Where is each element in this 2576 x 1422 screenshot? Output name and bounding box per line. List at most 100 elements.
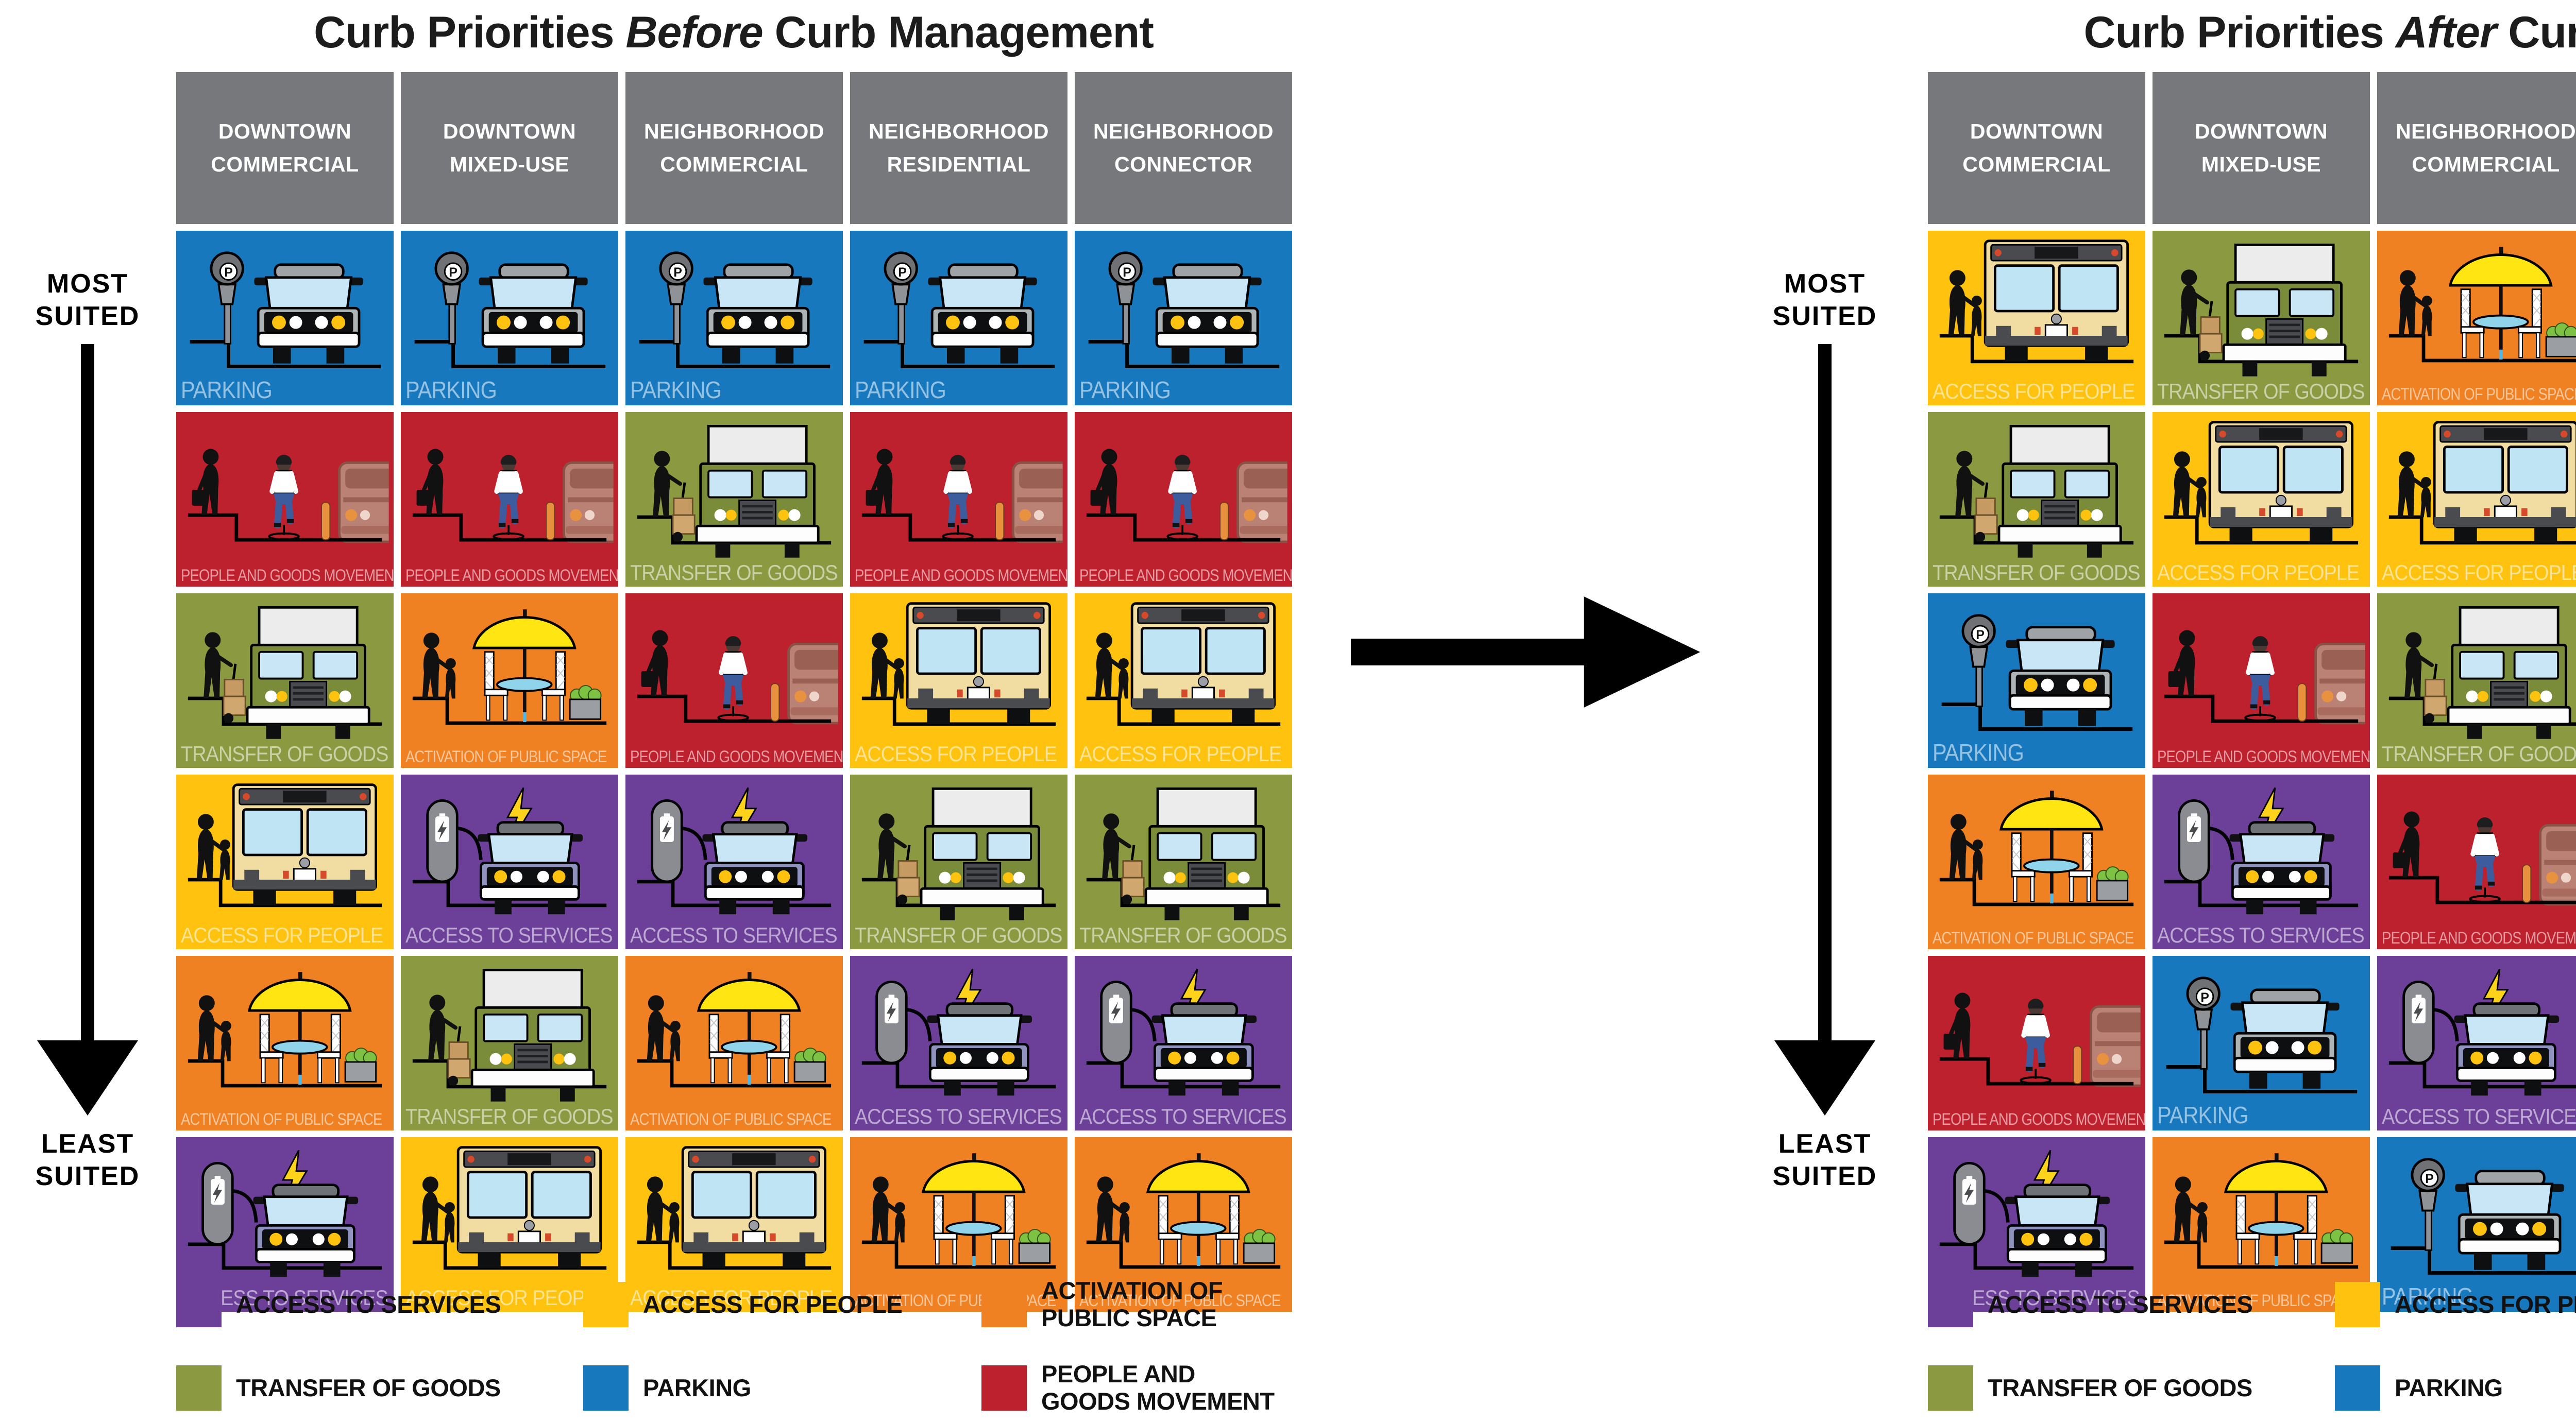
cell-label: ACTIVATION OF PUBLIC SPACE xyxy=(1933,929,2134,947)
matrix-cell-transit-bus: ACCESS FOR PEOPLE xyxy=(2377,412,2576,587)
delivery-truck-icon xyxy=(625,418,843,567)
legend-label: ACCESS FOR PEOPLE xyxy=(2395,1290,2576,1318)
legend-label: PARKING xyxy=(643,1374,751,1401)
cell-label: ACCESS TO SERVICES xyxy=(2382,1104,2576,1128)
legend-label: ACCESS TO SERVICES xyxy=(1988,1290,2253,1318)
legend-item-delivery-truck: TRANSFER OF GOODS xyxy=(176,1360,583,1416)
legend-color-chip xyxy=(981,1282,1027,1327)
matrix-cell-ev-charging: ACCESS TO SERVICES xyxy=(1928,1137,2145,1312)
transit-bus-icon xyxy=(176,781,394,929)
legend-item-ev-charging: ACCESS TO SERVICES xyxy=(176,1276,583,1333)
matrix-cell-cyclist-street: PEOPLE AND GOODS MOVEMENT xyxy=(176,412,394,587)
cell-label: TRANSFER OF GOODS xyxy=(1079,923,1287,947)
cell-label: TRANSFER OF GOODS xyxy=(1933,560,2141,585)
legend-label: TRANSFER OF GOODS xyxy=(236,1374,501,1401)
umbrella-table-icon xyxy=(850,1143,1067,1292)
cell-label: PARKING xyxy=(1079,376,1171,403)
cyclist-street-icon xyxy=(2153,599,2370,748)
cell-label: ACCESS FOR PEOPLE xyxy=(1933,379,2135,403)
cell-label: ACCESS FOR PEOPLE xyxy=(405,1286,608,1310)
matrix-cell-umbrella-table: ACTIVATION OF PUBLIC SPACE xyxy=(850,1137,1067,1312)
cell-label: PARKING xyxy=(2382,1283,2473,1310)
cell-label: TRANSFER OF GOODS xyxy=(630,560,838,585)
legend-item-parking-meter-car: PARKING xyxy=(583,1360,981,1416)
legend-item-transit-bus: ACCESS FOR PEOPLE xyxy=(2335,1276,2576,1333)
cell-label: PARKING xyxy=(855,376,946,403)
matrix-cell-parking-meter-car: PARKING xyxy=(176,231,394,405)
umbrella-table-icon xyxy=(1075,1143,1292,1292)
chart-title-after: Curb Priorities After Curb Management xyxy=(1928,7,2576,58)
legend-color-chip xyxy=(583,1365,629,1411)
matrix-cell-delivery-truck: TRANSFER OF GOODS xyxy=(2377,593,2576,768)
matrix-cell-transit-bus: ACCESS FOR PEOPLE xyxy=(850,593,1067,768)
matrix-cell-parking-meter-car: PARKING xyxy=(401,231,618,405)
matrix-cell-ev-charging: ACCESS TO SERVICES xyxy=(2153,775,2370,949)
parking-meter-car-icon xyxy=(2153,962,2370,1110)
down-arrow-icon xyxy=(37,344,138,1116)
matrix-cell-transit-bus: ACCESS FOR PEOPLE xyxy=(401,1137,618,1312)
matrix-cell-cyclist-street: PEOPLE AND GOODS MOVEMENT xyxy=(1075,412,1292,587)
matrix-cell-transit-bus: ACCESS FOR PEOPLE xyxy=(2153,412,2370,587)
legend-color-chip xyxy=(2335,1282,2380,1327)
ev-charging-icon xyxy=(401,781,618,929)
transit-bus-icon xyxy=(625,1143,843,1292)
cell-label: ACTIVATION OF PUBLIC SPACE xyxy=(1079,1291,1281,1310)
ev-charging-icon xyxy=(2153,781,2370,929)
matrix-cell-ev-charging: ACCESS TO SERVICES xyxy=(401,775,618,949)
matrix-cell-ev-charging: ACCESS TO SERVICES xyxy=(1075,956,1292,1130)
matrix-cell-cyclist-street: PEOPLE AND GOODS MOVEMENT xyxy=(401,412,618,587)
legend-color-chip xyxy=(1928,1282,1973,1327)
cell-label: ACCESS FOR PEOPLE xyxy=(181,923,383,947)
umbrella-table-icon xyxy=(401,599,618,748)
title-text: Curb Priorities xyxy=(314,8,626,57)
legend-color-chip xyxy=(981,1365,1027,1411)
cell-label: PEOPLE AND GOODS MOVEMENT xyxy=(181,566,394,585)
ev-charging-icon xyxy=(1075,962,1292,1110)
ev-charging-icon xyxy=(850,962,1067,1110)
matrix-cell-umbrella-table: ACTIVATION OF PUBLIC SPACE xyxy=(2153,1137,2370,1312)
matrix-cell-cyclist-street: PEOPLE AND GOODS MOVEMENT xyxy=(2377,775,2576,949)
matrix-cell-umbrella-table: ACTIVATION OF PUBLIC SPACE xyxy=(2377,231,2576,405)
transit-bus-icon xyxy=(2153,418,2370,567)
cell-label: PARKING xyxy=(405,376,497,403)
cyclist-street-icon xyxy=(2377,781,2576,929)
title-text: Curb Management xyxy=(2508,8,2576,57)
parking-meter-car-icon xyxy=(625,237,843,385)
umbrella-table-icon xyxy=(2153,1143,2370,1292)
legend-label: PARKING xyxy=(2395,1374,2503,1401)
umbrella-table-icon xyxy=(2377,237,2576,385)
transit-bus-icon xyxy=(2377,418,2576,567)
cell-label: ACTIVATION OF PUBLIC SPACE xyxy=(2157,1291,2359,1310)
matrix-cell-cyclist-street: PEOPLE AND GOODS MOVEMENT xyxy=(1928,956,2145,1130)
transit-bus-icon xyxy=(850,599,1067,748)
cell-label: PARKING xyxy=(630,376,722,403)
parking-meter-car-icon xyxy=(1928,599,2145,748)
cell-label: ACCESS FOR PEOPLE xyxy=(2382,560,2576,585)
title-emphasis: After xyxy=(2395,8,2497,57)
legend-color-chip xyxy=(176,1282,222,1327)
cell-label: PARKING xyxy=(1933,739,2024,766)
matrix-cell-umbrella-table: ACTIVATION OF PUBLIC SPACE xyxy=(401,593,618,768)
matrix-cell-parking-meter-car: PARKING xyxy=(2377,1137,2576,1312)
legend-color-chip xyxy=(176,1365,222,1411)
matrix-cell-transit-bus: ACCESS FOR PEOPLE xyxy=(1928,231,2145,405)
cell-label: ACTIVATION OF PUBLIC SPACE xyxy=(181,1110,382,1128)
legend-item-ev-charging: ACCESS TO SERVICES xyxy=(1928,1276,2335,1333)
cyclist-street-icon xyxy=(1075,418,1292,567)
matrix-cell-umbrella-table: ACTIVATION OF PUBLIC SPACE xyxy=(1928,775,2145,949)
cell-label: PARKING xyxy=(2157,1102,2249,1128)
matrix-cell-delivery-truck: TRANSFER OF GOODS xyxy=(401,956,618,1130)
title-text: Curb Priorities xyxy=(2083,8,2396,57)
cell-label: PARKING xyxy=(181,376,273,403)
